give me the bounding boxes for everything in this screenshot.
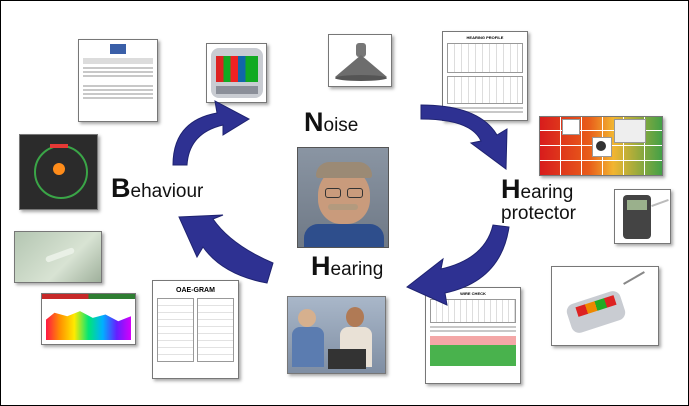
- earmuff-icon: [596, 141, 606, 151]
- handheld-meter-thumbnail: [614, 189, 671, 244]
- stage-label-hearing-protector: Hearing protector: [501, 174, 576, 225]
- certificate-thumbnail: [78, 39, 158, 122]
- noise-profile-report-thumbnail: HEARING PROFILE: [442, 31, 528, 121]
- wire-check-report-title: WIRE CHECK: [460, 291, 486, 296]
- oae-gram-report-thumbnail: OAE-GRAM: [152, 280, 239, 379]
- noise-profile-report-title: HEARING PROFILE: [466, 35, 504, 40]
- noise-monitor-device-thumbnail: [206, 43, 267, 103]
- audiometric-test-photo-thumbnail: [287, 296, 386, 374]
- wire-check-report-thumbnail: WIRE CHECK: [425, 287, 521, 384]
- oae-gram-report-title: OAE-GRAM: [176, 287, 215, 294]
- arrow-hearing-to-behaviour: [178, 214, 274, 284]
- worker-portrait-photo: [297, 147, 389, 248]
- noise-warning-display-thumbnail: [19, 134, 98, 210]
- certificate-seal-icon: [110, 44, 126, 54]
- arrow-noise-to-protector: [420, 104, 508, 170]
- video-still-thumbnail: [14, 231, 102, 283]
- microphone-thumbnail: [328, 34, 392, 87]
- stage-label-noise: Noise: [304, 107, 359, 137]
- probe-device-thumbnail: [551, 266, 659, 346]
- protector-selection-grid-thumbnail: [539, 116, 663, 176]
- arrow-protector-to-hearing: [406, 224, 510, 306]
- stage-label-hearing: Hearing: [311, 251, 384, 281]
- arrow-behaviour-to-noise: [172, 100, 251, 166]
- spectrum-chart-thumbnail: [41, 293, 136, 345]
- stage-label-behaviour: Behaviour: [111, 173, 204, 203]
